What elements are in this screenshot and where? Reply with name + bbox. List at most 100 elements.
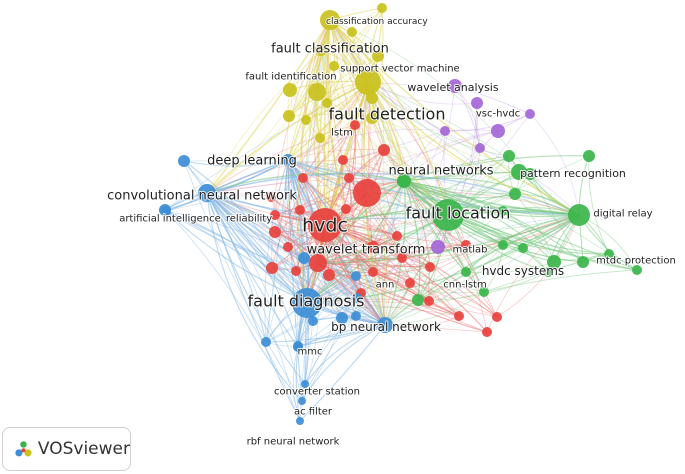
keyword-node[interactable] xyxy=(291,266,301,276)
node-fault-identification[interactable] xyxy=(283,83,297,97)
keyword-node[interactable] xyxy=(298,252,310,264)
label-neural-networks: neural networks xyxy=(388,164,493,179)
keyword-node[interactable] xyxy=(471,97,483,109)
keyword-node[interactable] xyxy=(269,226,281,238)
keyword-node[interactable] xyxy=(525,109,535,119)
keyword-node[interactable] xyxy=(283,242,293,252)
node-classification-accuracy[interactable] xyxy=(377,3,387,13)
label-cnn-lstm: cnn-lstm xyxy=(443,280,486,291)
keyword-node[interactable] xyxy=(440,126,450,136)
keyword-node[interactable] xyxy=(498,206,508,216)
keyword-node[interactable] xyxy=(336,312,348,324)
keyword-node[interactable] xyxy=(351,271,361,281)
keyword-node[interactable] xyxy=(475,143,485,153)
keyword-node[interactable] xyxy=(266,262,278,274)
keyword-node[interactable] xyxy=(392,231,402,241)
keyword-node[interactable] xyxy=(524,168,536,180)
keyword-node[interactable] xyxy=(503,150,515,162)
network-edge xyxy=(384,291,485,326)
label-mmc: mmc xyxy=(298,347,323,358)
keyword-node[interactable] xyxy=(492,312,502,322)
node-matlab[interactable] xyxy=(431,240,445,254)
keyword-node[interactable] xyxy=(378,144,390,156)
node-cnn-lstm[interactable] xyxy=(461,267,471,277)
keyword-node[interactable] xyxy=(543,267,553,277)
node-deep-learning[interactable] xyxy=(282,154,294,166)
node-fault-diagnosis[interactable] xyxy=(292,288,322,318)
network-edge xyxy=(371,7,384,119)
label-converter-station: converter station xyxy=(274,387,360,398)
node-pattern-recognition[interactable] xyxy=(511,164,527,180)
node-converter-station[interactable] xyxy=(301,380,309,388)
node-fault-location[interactable] xyxy=(432,199,464,231)
keyword-node[interactable] xyxy=(509,188,521,200)
keyword-node[interactable] xyxy=(352,293,362,303)
vosviewer-badge: VOSviewer xyxy=(2,427,131,471)
keyword-node[interactable] xyxy=(323,269,335,281)
node-digital-relay[interactable] xyxy=(568,204,590,226)
keyword-node[interactable] xyxy=(161,206,171,216)
keyword-node[interactable] xyxy=(353,179,381,207)
keyword-node[interactable] xyxy=(298,173,308,183)
node-rbf-neural-network[interactable] xyxy=(296,417,304,425)
network-edge xyxy=(264,159,289,343)
keyword-node[interactable] xyxy=(461,240,471,250)
keyword-node[interactable] xyxy=(498,240,508,250)
node-wavelet-analysis[interactable] xyxy=(448,79,462,93)
keyword-node[interactable] xyxy=(425,262,435,272)
keyword-node[interactable] xyxy=(295,205,305,215)
node-bp-neural-network[interactable] xyxy=(377,317,393,333)
network-edge xyxy=(381,7,386,326)
network-edge xyxy=(206,192,357,317)
node-hvdc-systems[interactable] xyxy=(547,255,561,269)
node-convolutional-neural-network[interactable] xyxy=(198,184,216,202)
node-vsc-hvdc[interactable] xyxy=(491,124,505,138)
keyword-node[interactable] xyxy=(405,278,415,288)
node-hvdc[interactable] xyxy=(308,208,342,242)
keyword-node[interactable] xyxy=(412,294,424,306)
node-fault-detection[interactable] xyxy=(355,69,381,95)
keyword-node[interactable] xyxy=(338,155,348,165)
node-ann[interactable] xyxy=(368,267,378,277)
node-mtdc-protection[interactable] xyxy=(632,265,642,275)
node-lstm[interactable] xyxy=(315,133,325,143)
keyword-node[interactable] xyxy=(329,61,339,71)
keyword-node[interactable] xyxy=(293,342,303,352)
keyword-node[interactable] xyxy=(518,243,528,253)
keyword-node[interactable] xyxy=(366,92,378,104)
node-ac-filter[interactable] xyxy=(298,397,306,405)
keyword-node[interactable] xyxy=(261,337,271,347)
keyword-node[interactable] xyxy=(604,249,614,259)
keyword-node[interactable] xyxy=(308,83,326,101)
network-edge xyxy=(329,19,580,216)
keyword-node[interactable] xyxy=(366,112,378,124)
keyword-node[interactable] xyxy=(454,311,464,321)
keyword-node[interactable] xyxy=(266,192,276,202)
keyword-node[interactable] xyxy=(397,175,409,187)
keyword-node[interactable] xyxy=(482,327,492,337)
keyword-node[interactable] xyxy=(397,253,407,263)
keyword-node[interactable] xyxy=(178,155,190,167)
keyword-node[interactable] xyxy=(344,173,354,183)
keyword-node[interactable] xyxy=(424,296,434,306)
keyword-node[interactable] xyxy=(367,241,379,253)
keyword-node[interactable] xyxy=(322,98,332,108)
label-pattern-recognition: pattern recognition xyxy=(520,167,626,180)
keyword-node[interactable] xyxy=(577,256,589,268)
keyword-node[interactable] xyxy=(347,27,357,37)
node-support-vector-machine[interactable] xyxy=(372,50,384,62)
keyword-node[interactable] xyxy=(308,316,318,326)
node-wavelet-transform[interactable] xyxy=(309,254,327,272)
label-digital-relay: digital relay xyxy=(593,209,652,220)
keyword-node[interactable] xyxy=(350,120,360,130)
keyword-node[interactable] xyxy=(315,44,327,56)
node-reliability[interactable] xyxy=(270,210,280,220)
keyword-node[interactable] xyxy=(583,150,595,162)
keyword-node[interactable] xyxy=(341,204,351,214)
keyword-node[interactable] xyxy=(351,311,361,321)
node-fault-classification[interactable] xyxy=(320,10,340,30)
keyword-node[interactable] xyxy=(479,287,489,297)
network-edge xyxy=(403,130,499,182)
keyword-node[interactable] xyxy=(283,110,295,122)
keyword-node[interactable] xyxy=(301,115,311,125)
